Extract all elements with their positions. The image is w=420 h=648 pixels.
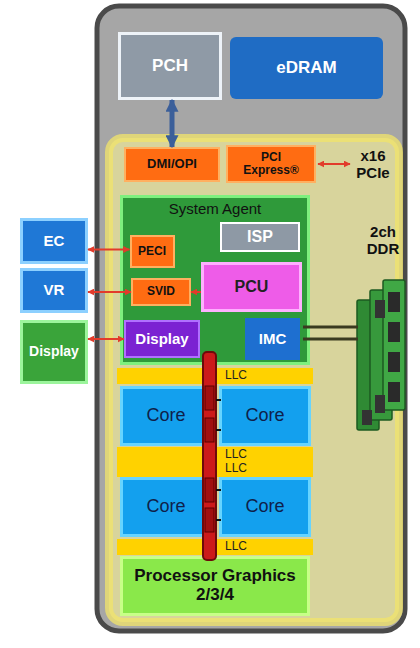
- node-label: Core: [146, 406, 185, 426]
- pcie-link: [318, 163, 350, 165]
- node-label: Display: [29, 344, 79, 359]
- external-box: Display: [20, 320, 88, 384]
- node-label: PCI Express®: [240, 151, 302, 177]
- external-box: EC: [20, 218, 88, 264]
- node-label: SVID: [147, 285, 175, 298]
- unit-box: PCU: [201, 262, 302, 312]
- node-label: VR: [44, 282, 65, 299]
- node-label: PECI: [138, 245, 166, 258]
- unit-box: IMC: [245, 318, 300, 360]
- core-box: Core: [120, 386, 212, 446]
- node-label: LLC: [225, 462, 247, 475]
- unit-box: Display: [124, 320, 200, 358]
- cache-band: LLC: [117, 461, 313, 477]
- callout-text: 2ch DDR: [356, 224, 410, 257]
- agent-region: System AgentISP PECI SVID PCU Display IMC: [120, 195, 310, 365]
- node-label: System Agent: [169, 201, 262, 218]
- node-label: Core: [245, 406, 284, 426]
- bus-arrow: [170, 100, 175, 147]
- node-label: eDRAM: [276, 59, 336, 78]
- signal-arrow: [88, 338, 124, 340]
- chip-box: PCH: [118, 32, 222, 100]
- cache-band: LLC: [117, 539, 313, 555]
- external-box: VR: [20, 268, 88, 313]
- node-label: EC: [44, 233, 65, 250]
- package-body: [97, 6, 405, 631]
- node-label: IMC: [259, 331, 287, 348]
- callout-text: x16 PCIe: [347, 148, 399, 181]
- node-label: Core: [245, 497, 284, 517]
- memory-bus: [303, 327, 358, 339]
- node-label: PCH: [152, 57, 188, 76]
- port-box: PECI: [130, 235, 175, 268]
- node-label: Display: [135, 331, 188, 348]
- interface-box: PCI Express®: [226, 145, 316, 183]
- core-box: Core: [120, 477, 212, 537]
- die-glow: [109, 138, 399, 622]
- unit-box: ISP: [220, 222, 300, 252]
- interface-box: DMI/OPI: [124, 147, 220, 182]
- node-label: Core: [146, 497, 185, 517]
- node-label: LLC: [225, 540, 247, 553]
- callout-label: 2ch DDR: [356, 224, 410, 257]
- node-label: DMI/OPI: [147, 157, 197, 171]
- node-label: PCU: [235, 278, 269, 296]
- callout-label: x16 PCIe: [347, 148, 399, 181]
- dimm-modules: [357, 280, 405, 430]
- node-label: LLC: [225, 369, 247, 382]
- memory-box: eDRAM: [230, 37, 383, 99]
- graphics-box: Processor Graphics 2/3/4: [120, 556, 310, 616]
- core-box: Core: [219, 386, 311, 446]
- core-box: Core: [219, 477, 311, 537]
- node-label: Processor Graphics 2/3/4: [129, 567, 301, 604]
- node-label: ISP: [247, 228, 273, 246]
- node-label: LLC: [225, 448, 247, 461]
- port-box: SVID: [131, 278, 191, 306]
- cache-band: LLC: [117, 368, 313, 384]
